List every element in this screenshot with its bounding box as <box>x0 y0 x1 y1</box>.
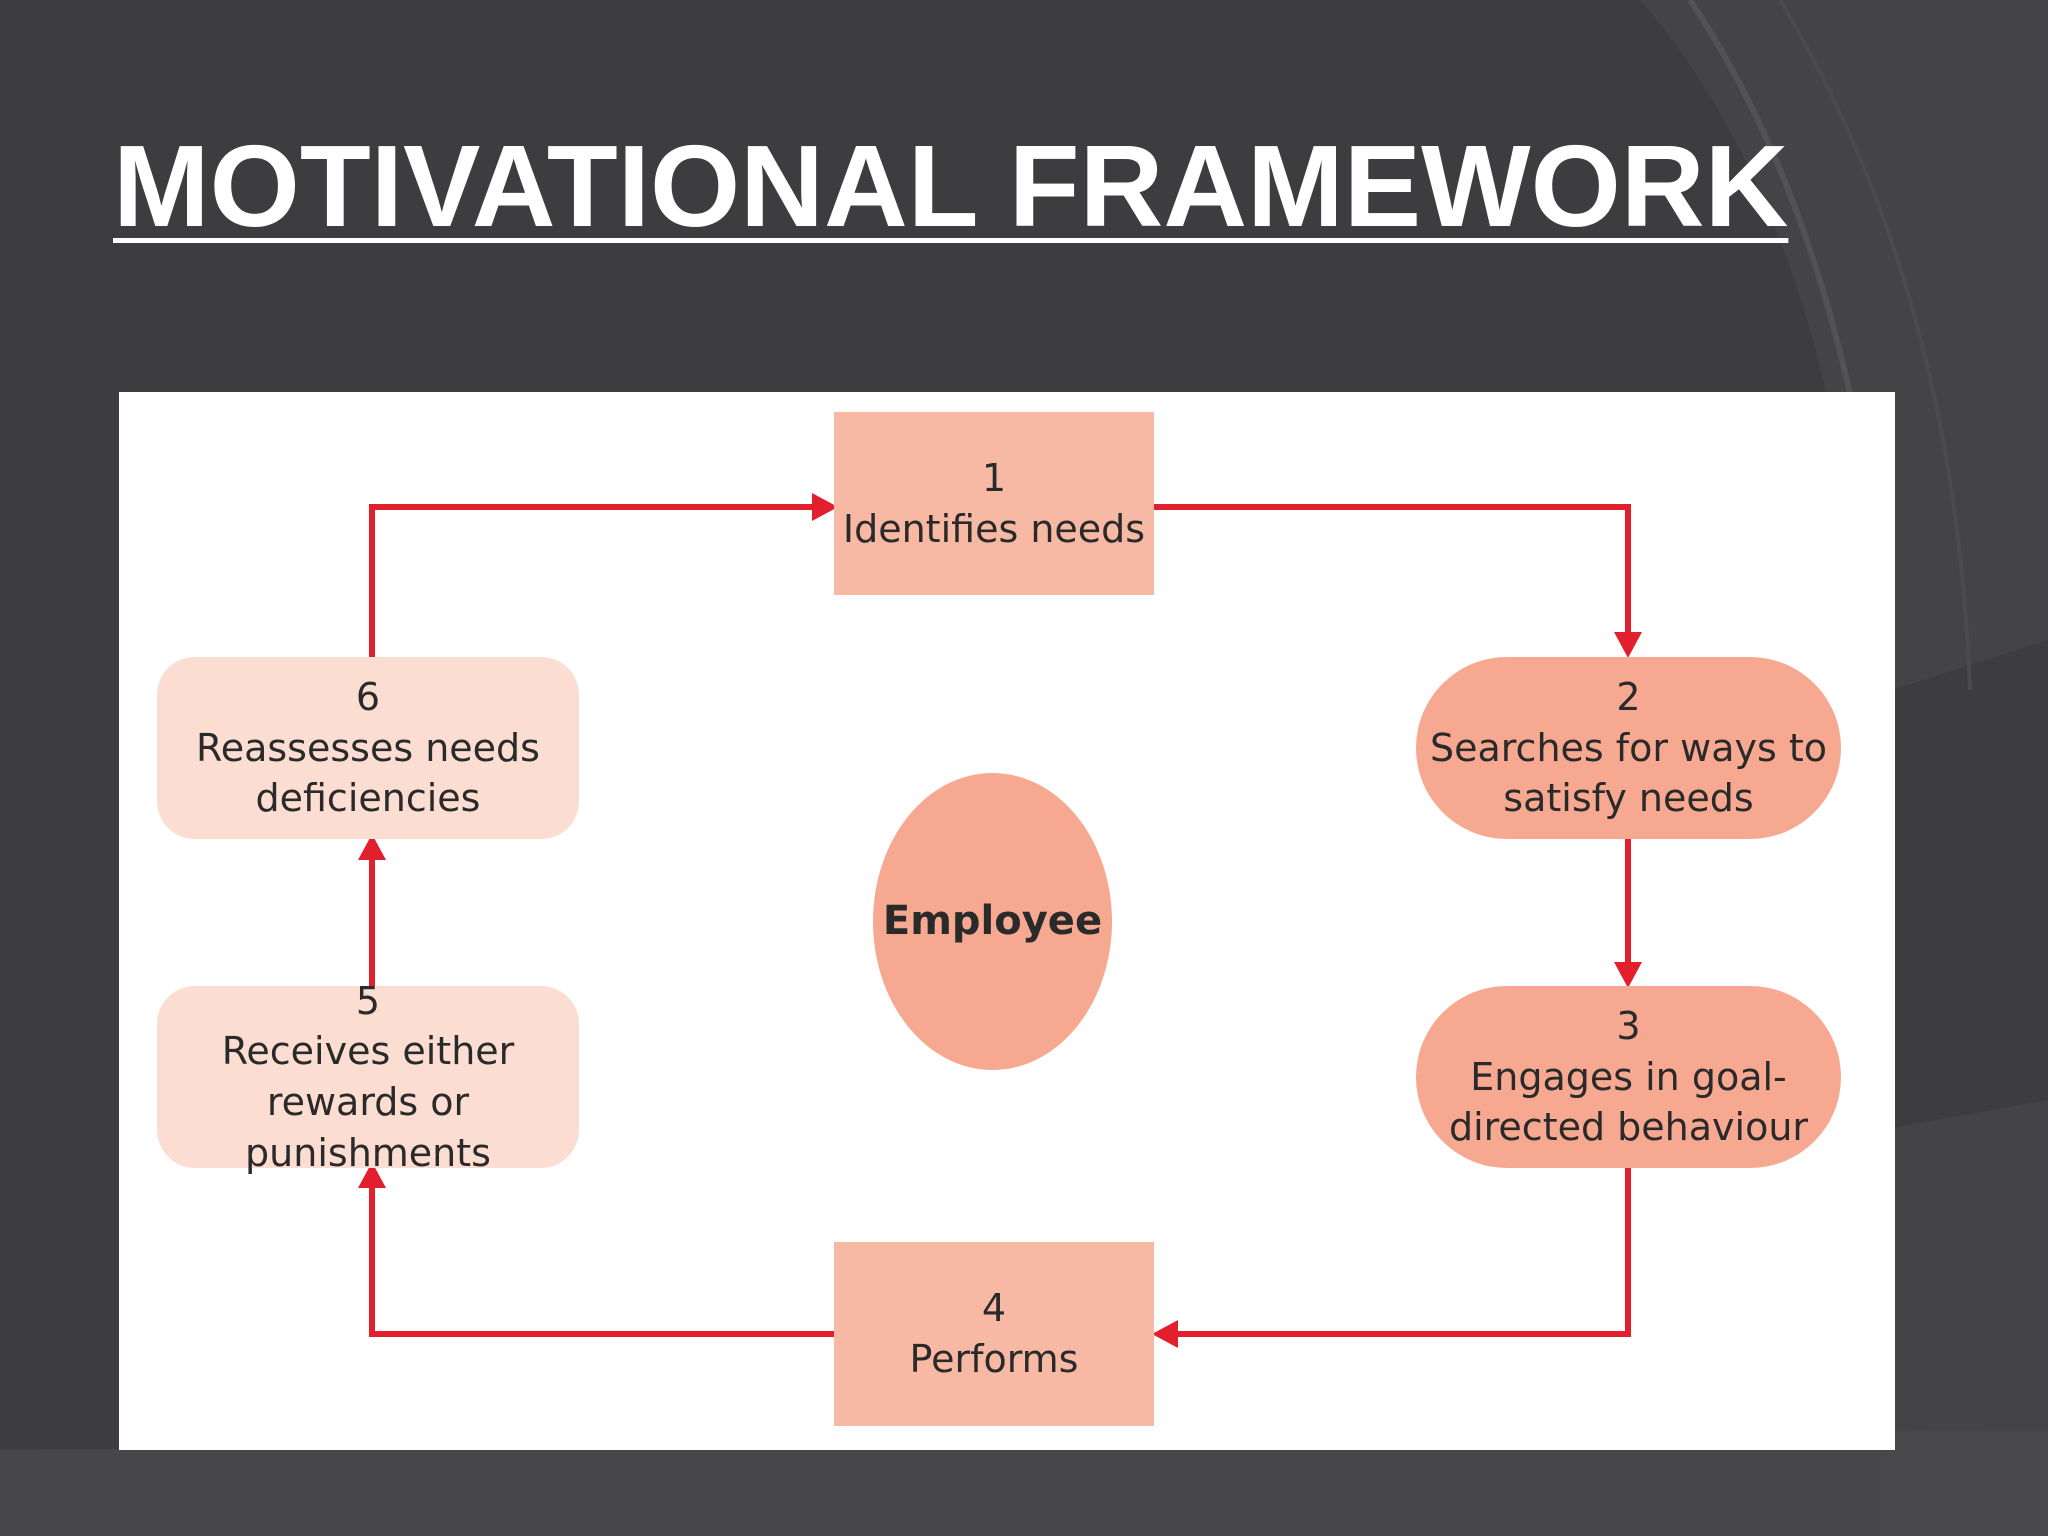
step-3-number: 3 <box>1616 1004 1641 1049</box>
step-1-number: 1 <box>981 455 1007 500</box>
step-2-searches-ways: 2 Searches for ways to satisfy needs <box>1416 657 1841 839</box>
arrow-4-to-5 <box>369 1182 834 1337</box>
employee-label: Employee <box>882 897 1103 944</box>
step-4-label: Performs <box>909 1337 1079 1381</box>
arrowhead-into-4 <box>1152 1320 1178 1348</box>
step-1-identifies-needs: 1 Identifies needs <box>834 412 1154 595</box>
diagram-panel: 1 Identifies needs 2 Searches for ways t… <box>119 392 1895 1450</box>
arrowhead-into-6 <box>358 834 386 860</box>
arrowhead-into-1 <box>812 493 838 521</box>
step-4-number: 4 <box>981 1286 1007 1331</box>
slide-title: MOTIVATIONAL FRAMEWORK <box>113 121 1789 251</box>
step-4-performs: 4 Performs <box>834 1242 1154 1426</box>
arrow-3-to-4 <box>1174 1168 1631 1337</box>
arrowhead-into-3 <box>1614 962 1642 988</box>
cycle-connectors <box>358 493 1642 1348</box>
arrow-6-to-1 <box>369 504 814 657</box>
step-3-label: Engages in goal-directed behaviour <box>1448 1054 1809 1150</box>
step-2-number: 2 <box>1616 675 1641 720</box>
arrow-1-to-2 <box>1154 504 1631 632</box>
step-6-reassesses-needs: 6 Reassesses needs deficiencies <box>157 657 579 839</box>
step-1-label: Identifies needs <box>842 506 1146 551</box>
step-3-goal-directed-behaviour: 3 Engages in goal-directed behaviour <box>1416 986 1841 1168</box>
step-5-number: 5 <box>355 978 381 1023</box>
arrowhead-into-5 <box>358 1162 386 1188</box>
employee-center-node: Employee <box>873 773 1112 1070</box>
step-2-label: Searches for ways to satisfy needs <box>1429 725 1827 821</box>
step-6-label: Reassesses needs deficiencies <box>196 725 540 821</box>
arrowhead-into-2 <box>1614 632 1642 658</box>
step-5-rewards-or-punishments: 5 Receives either rewards or punishments <box>157 979 579 1175</box>
step-5-label: Receives either rewards or punishments <box>221 1029 515 1175</box>
step-6-number: 6 <box>355 675 381 720</box>
